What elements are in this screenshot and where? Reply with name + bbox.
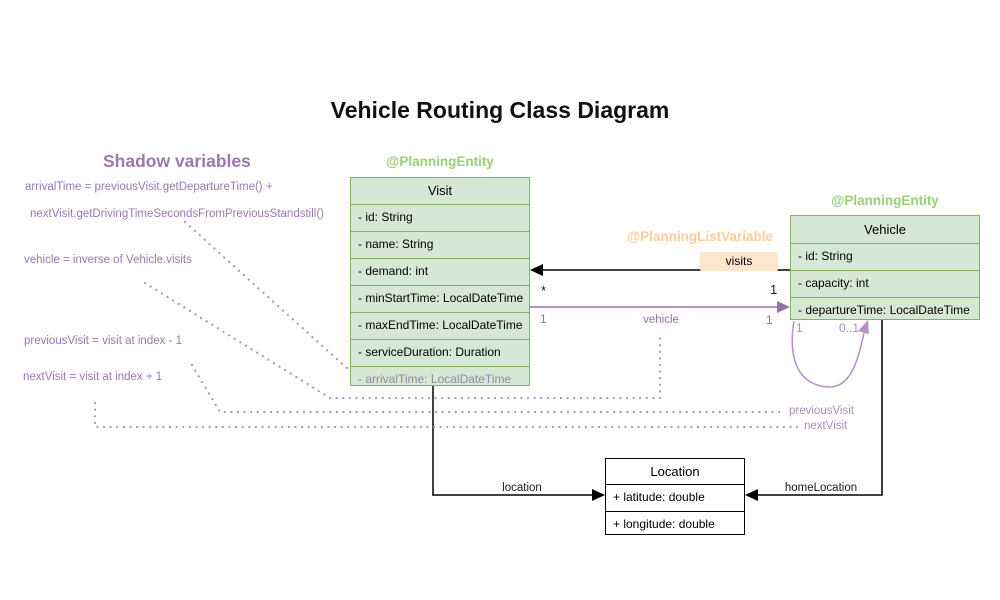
visit-class-box: Visit - id: String - name: String - dema…: [350, 177, 530, 386]
vehicle-field-capacity: - capacity: int: [791, 270, 979, 297]
visit-field-arrivaltime: - arrivalTime: LocalDateTime: [351, 366, 529, 393]
shadow-line-arrivaltime-2: nextVisit.getDrivingTimeSecondsFromPrevi…: [30, 208, 324, 220]
visits-multiplicity-star: *: [541, 283, 547, 298]
location-arrowhead: [592, 489, 605, 501]
visit-field-name: - name: String: [351, 231, 529, 258]
shadow-variables-heading: Shadow variables: [103, 151, 251, 171]
shadow-line-previousvisit: previousVisit = visit at index - 1: [24, 335, 182, 347]
vehicle-dotted-connector: [143, 281, 662, 400]
shadow-line-arrivaltime-1: arrivalTime = previousVisit.getDeparture…: [25, 181, 273, 193]
planning-entity-annotation-vehicle: @PlanningEntity: [831, 193, 939, 208]
location-class-name: Location: [650, 464, 700, 479]
nextvisit-dotted-connector: [93, 401, 801, 429]
visit-class-name: Visit: [427, 183, 453, 198]
self-loop-arrow: [791, 320, 869, 388]
nextvisit-relation-label: nextVisit: [804, 420, 848, 432]
arrivaltime-dotted-connector: [183, 220, 351, 372]
diagram-title: Vehicle Routing Class Diagram: [330, 97, 670, 123]
self-loop-multiplicity-zeroone: 0..1: [839, 321, 860, 335]
vehicle-arrowhead: [777, 301, 790, 313]
planning-entity-annotation-visit: @PlanningEntity: [386, 154, 494, 169]
location-connector: [432, 386, 605, 501]
shadow-line-vehicle: vehicle = inverse of Vehicle.visits: [24, 254, 192, 266]
previousvisit-dotted-connector: [190, 363, 785, 414]
location-field-longitude: + longitude: double: [606, 511, 744, 538]
location-relation-label: location: [502, 482, 542, 494]
home-location-arrowhead: [745, 489, 758, 501]
location-class-box: Location + latitude: double + longitude:…: [605, 458, 745, 535]
visit-field-id: - id: String: [351, 204, 529, 231]
previousvisit-relation-label: previousVisit: [789, 405, 854, 417]
vehicle-field-id: - id: String: [791, 243, 979, 270]
planning-list-variable-annotation: @PlanningListVariable: [627, 229, 773, 244]
shadow-line-nextvisit: nextVisit = visit at index + 1: [23, 371, 163, 383]
visit-field-demand: - demand: int: [351, 258, 529, 285]
visit-field-serviceduration: - serviceDuration: Duration: [351, 339, 529, 366]
vehicle-multiplicity-right: 1: [766, 313, 773, 327]
home-location-relation-label: homeLocation: [784, 482, 858, 494]
visit-field-minstarttime: - minStartTime: LocalDateTime: [351, 285, 529, 312]
visit-field-maxendtime: - maxEndTime: LocalDateTime: [351, 312, 529, 339]
vehicle-arrow: [530, 301, 790, 313]
vehicle-relation-label: vehicle: [643, 314, 679, 326]
visits-multiplicity-one: 1: [770, 282, 778, 297]
visits-badge: visits: [700, 252, 778, 271]
self-loop-arrowhead: [858, 320, 869, 334]
vehicle-class-name: Vehicle: [864, 222, 906, 237]
vehicle-class-box: Vehicle - id: String - capacity: int - d…: [790, 215, 980, 320]
visits-arrowhead: [530, 264, 543, 276]
vehicle-field-departuretime: - departureTime: LocalDateTime: [791, 297, 979, 324]
home-location-connector: [745, 320, 883, 501]
self-loop-multiplicity-one: 1: [796, 321, 803, 335]
location-field-latitude: + latitude: double: [606, 484, 744, 511]
vehicle-multiplicity-left: 1: [540, 312, 547, 326]
